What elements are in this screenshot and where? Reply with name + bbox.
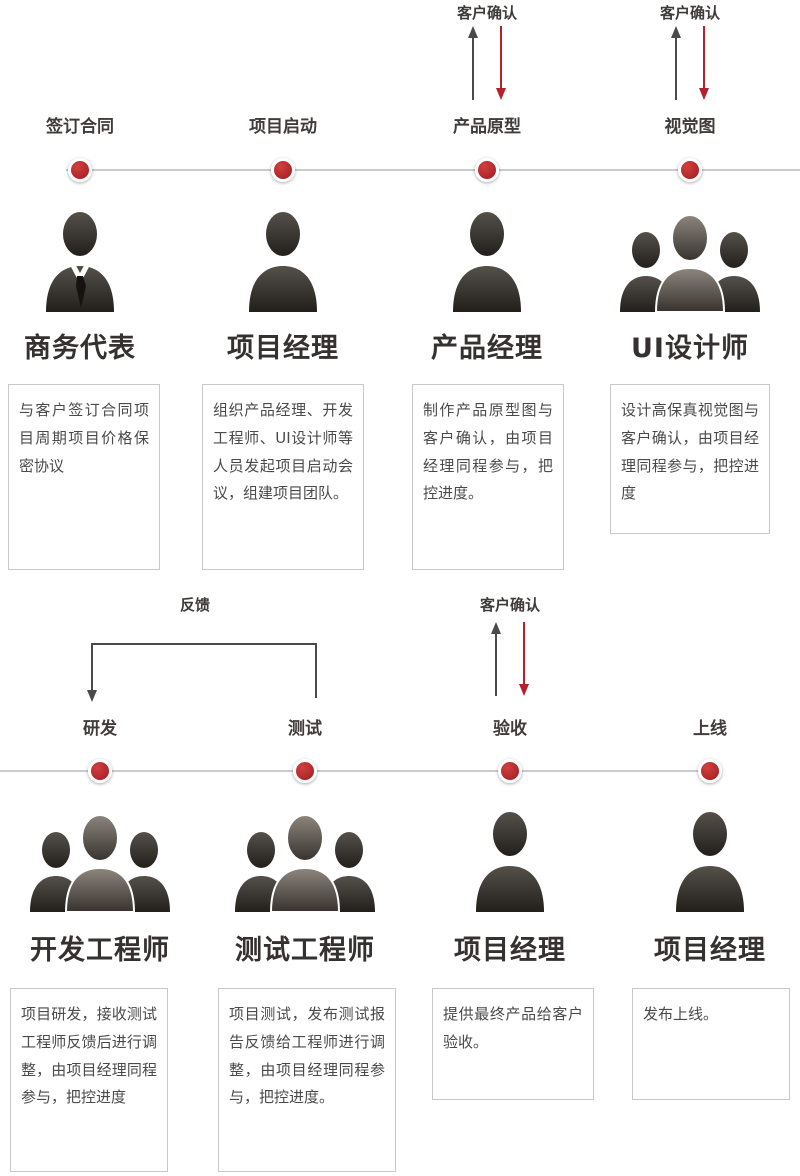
- node-dot: [698, 759, 722, 783]
- node-dot: [498, 759, 522, 783]
- role-label: UI设计师: [631, 333, 749, 364]
- team-icon: [30, 814, 170, 912]
- customer-confirm-label: 客户确认: [659, 4, 720, 22]
- down-arrowhead-icon: [699, 88, 709, 100]
- description-box: 提供最终产品给客户验收。: [432, 988, 594, 1100]
- node-label: 测试: [288, 719, 322, 739]
- node-label: 上线: [693, 719, 727, 739]
- node-label: 产品原型: [453, 117, 521, 137]
- person-tie-icon: [46, 212, 114, 312]
- person-icon: [676, 812, 744, 912]
- feedback-arrow-icon: [87, 643, 317, 702]
- description-box: 发布上线。: [632, 988, 790, 1100]
- down-arrowhead-icon: [519, 684, 529, 696]
- team-icon: [235, 814, 375, 912]
- confirm-arrows-icon: [671, 26, 709, 100]
- down-arrowhead-icon: [496, 88, 506, 100]
- person-icon: [476, 812, 544, 912]
- person-icon: [453, 212, 521, 312]
- up-arrowhead-icon: [671, 26, 681, 38]
- description-box: 组织产品经理、开发工程师、UI设计师等人员发起项目启动会议，组建项目团队。: [202, 384, 364, 570]
- customer-confirm-label: 客户确认: [456, 4, 517, 22]
- role-label: 商务代表: [24, 333, 136, 364]
- node-dot: [475, 158, 499, 182]
- customer-confirm-label: 客户确认: [479, 596, 540, 614]
- description-box: 设计高保真视觉图与客户确认，由项目经理同程参与，把控进度: [610, 384, 770, 534]
- timeline-row1: [66, 169, 800, 171]
- role-label: 产品经理: [431, 333, 543, 364]
- node-dot: [68, 158, 92, 182]
- feedback-label: 反馈: [179, 596, 210, 614]
- description-box: 项目测试，发布测试报告反馈给工程师进行调整，由项目经理同程参与，把控进度。: [218, 988, 396, 1172]
- timeline-row2: [0, 770, 712, 772]
- person-icon: [249, 212, 317, 312]
- description-box: 制作产品原型图与客户确认，由项目经理同程参与，把控进度。: [412, 384, 564, 570]
- role-label: 开发工程师: [30, 935, 170, 966]
- team-icon: [620, 214, 760, 312]
- role-label: 项目经理: [654, 935, 766, 966]
- role-label: 项目经理: [454, 935, 566, 966]
- node-label: 研发: [83, 719, 117, 739]
- confirm-arrows-icon: [491, 622, 529, 696]
- role-label: 测试工程师: [235, 935, 375, 966]
- node-dot: [271, 158, 295, 182]
- confirm-arrows-icon: [468, 26, 506, 100]
- node-label: 验收: [493, 719, 527, 739]
- description-box: 项目研发，接收测试工程师反馈后进行调整，由项目经理同程参与，把控进度: [10, 988, 168, 1172]
- role-label: 项目经理: [227, 333, 339, 364]
- node-dot: [293, 759, 317, 783]
- node-label: 项目启动: [249, 117, 317, 137]
- up-arrowhead-icon: [491, 622, 501, 634]
- node-dot: [678, 158, 702, 182]
- node-label: 签订合同: [46, 117, 114, 137]
- node-dot: [88, 759, 112, 783]
- description-box: 与客户签订合同项目周期项目价格保密协议: [8, 384, 160, 570]
- node-label: 视觉图: [664, 117, 716, 137]
- up-arrowhead-icon: [468, 26, 478, 38]
